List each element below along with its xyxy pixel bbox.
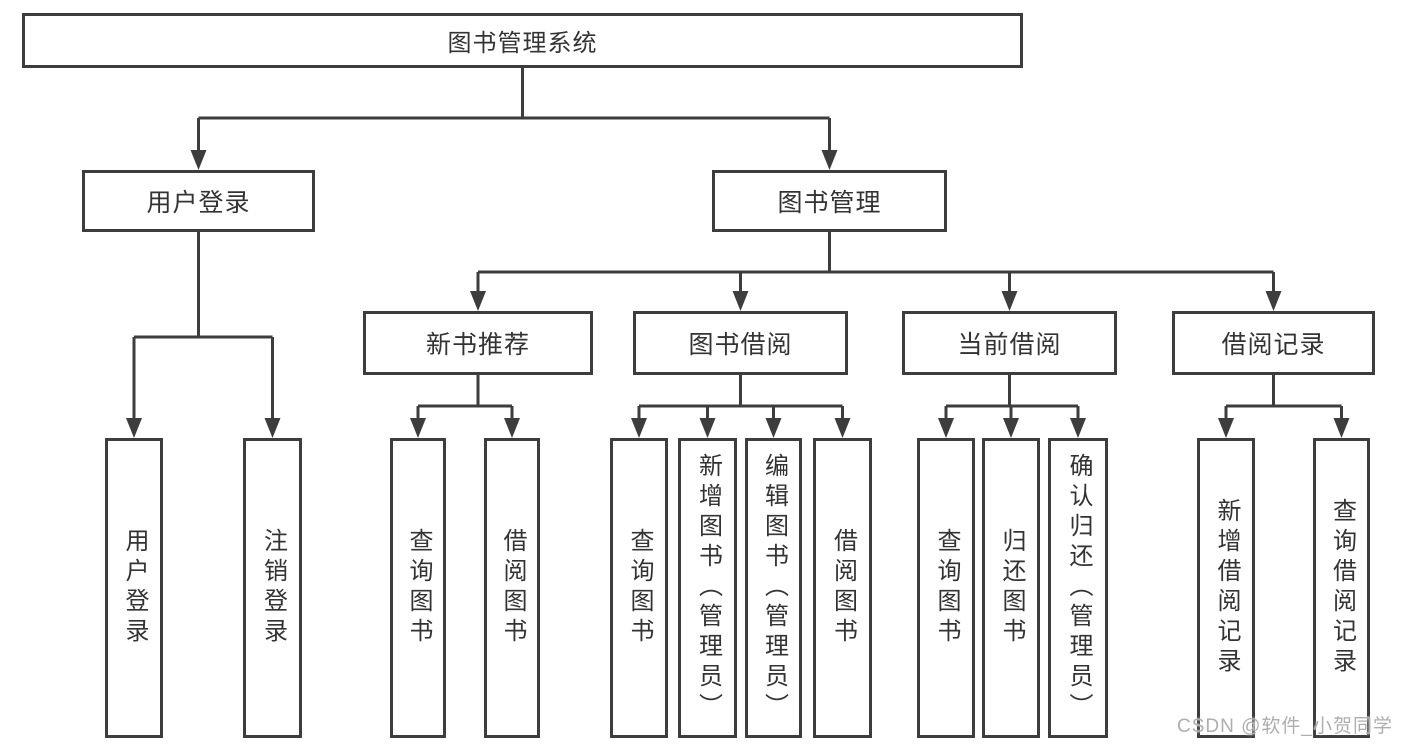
leaf-label: 编辑图书（管理员） bbox=[760, 453, 788, 723]
node-borrow-records: 借阅记录 bbox=[1172, 311, 1375, 375]
node-library-management-system: 图书管理系统 bbox=[22, 13, 1023, 68]
node-label: 图书借阅 bbox=[688, 331, 793, 359]
leaf-label: 注销登录 bbox=[259, 528, 287, 648]
leaf-label: 用户登录 bbox=[121, 528, 148, 648]
node-book-borrow: 图书借阅 bbox=[633, 311, 848, 375]
leaf-user-login: 用户登录 bbox=[105, 438, 163, 738]
leaf-label: 新增图书（管理员） bbox=[694, 453, 722, 723]
node-label: 用户登录 bbox=[146, 189, 251, 217]
leaf-label: 借阅图书 bbox=[829, 528, 857, 648]
node-user-login: 用户登录 bbox=[82, 170, 315, 232]
node-label: 图书管理 bbox=[777, 189, 882, 217]
leaf-query-books-recommend: 查询图书 bbox=[390, 438, 446, 738]
leaf-borrow-books-recommend: 借阅图书 bbox=[484, 438, 540, 738]
leaf-query-books-current: 查询图书 bbox=[917, 438, 975, 738]
leaf-add-books-admin: 新增图书（管理员） bbox=[678, 438, 737, 738]
node-current-borrow: 当前借阅 bbox=[902, 311, 1117, 375]
leaf-label: 新增借阅记录 bbox=[1213, 498, 1240, 678]
leaf-label: 查询图书 bbox=[626, 528, 653, 648]
csdn-watermark: CSDN @软件_小贺同学 bbox=[1177, 716, 1393, 737]
leaf-label: 借阅图书 bbox=[499, 528, 526, 648]
leaf-label: 查询借阅记录 bbox=[1328, 498, 1356, 678]
node-label: 图书管理系统 bbox=[447, 30, 598, 57]
leaf-return-books: 归还图书 bbox=[982, 438, 1040, 738]
node-book-management: 图书管理 bbox=[712, 170, 947, 232]
leaf-add-borrow-record: 新增借阅记录 bbox=[1197, 438, 1255, 738]
leaf-borrow-books: 借阅图书 bbox=[813, 438, 872, 738]
leaf-logout: 注销登录 bbox=[243, 438, 302, 738]
leaf-label: 查询图书 bbox=[405, 528, 432, 648]
leaf-label: 归还图书 bbox=[998, 528, 1025, 648]
node-label: 借阅记录 bbox=[1221, 331, 1326, 359]
leaf-edit-books-admin: 编辑图书（管理员） bbox=[745, 438, 802, 738]
leaf-label: 查询图书 bbox=[933, 528, 960, 648]
node-label: 新书推荐 bbox=[425, 331, 530, 359]
leaf-label: 确认归还（管理员） bbox=[1065, 453, 1092, 723]
leaf-confirm-return-admin: 确认归还（管理员） bbox=[1048, 438, 1108, 738]
leaf-query-borrow-record: 查询借阅记录 bbox=[1313, 438, 1370, 738]
node-label: 当前借阅 bbox=[957, 331, 1062, 359]
node-new-book-recommend: 新书推荐 bbox=[363, 311, 593, 375]
leaf-query-books-borrow: 查询图书 bbox=[610, 438, 668, 738]
